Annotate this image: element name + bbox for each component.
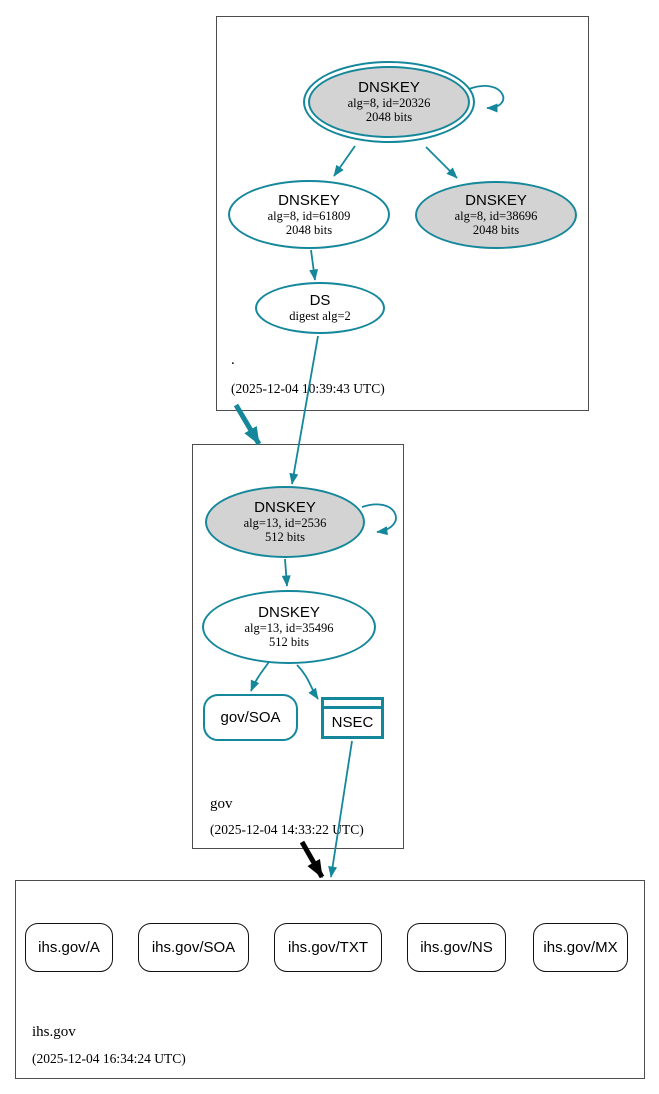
- rrset-label: ihs.gov/MX: [543, 939, 618, 956]
- zone-label-gov: gov: [210, 796, 233, 812]
- node-detail: alg=13, id=35496: [244, 621, 334, 635]
- nsec-label: NSEC: [331, 714, 374, 731]
- zone-timestamp-ihs-gov: (2025-12-04 16:34:24 UTC): [32, 1051, 186, 1066]
- zone-label-ihs-gov: ihs.gov: [32, 1024, 76, 1040]
- node-detail: 2048 bits: [472, 223, 520, 237]
- dnskey-node-gov-ksk-2536[interactable]: DNSKEY alg=13, id=2536 512 bits: [205, 486, 365, 558]
- node-detail: alg=8, id=38696: [454, 209, 538, 223]
- rrset-label: ihs.gov/NS: [420, 939, 493, 956]
- rrset-node-ihs-gov-ns[interactable]: ihs.gov/NS: [407, 923, 506, 972]
- node-title: DNSKEY: [254, 499, 316, 516]
- rrset-label: ihs.gov/SOA: [151, 939, 236, 956]
- node-title: DNSKEY: [278, 191, 340, 209]
- zone-timestamp-root: (2025-12-04 10:39:43 UTC): [231, 381, 385, 396]
- rrset-label: ihs.gov/TXT: [287, 939, 369, 956]
- dnskey-node-root-ksk-20326[interactable]: DNSKEY alg=8, id=20326 2048 bits: [303, 61, 475, 143]
- nsec-header-bar: [324, 700, 381, 709]
- dnskey-ksk-inner-ring: DNSKEY alg=8, id=20326 2048 bits: [308, 66, 470, 138]
- zone-label-root: .: [231, 352, 235, 368]
- node-title: DNSKEY: [258, 604, 320, 621]
- dnskey-node-root-zsk-61809[interactable]: DNSKEY alg=8, id=61809 2048 bits: [228, 180, 390, 249]
- rrset-node-ihs-gov-a[interactable]: ihs.gov/A: [25, 923, 113, 972]
- dnskey-node-root-38696[interactable]: DNSKEY alg=8, id=38696 2048 bits: [415, 181, 577, 249]
- zone-timestamp-gov: (2025-12-04 14:33:22 UTC): [210, 822, 364, 837]
- node-detail: alg=8, id=20326: [347, 96, 431, 110]
- rrset-node-ihs-gov-soa[interactable]: ihs.gov/SOA: [138, 923, 249, 972]
- node-detail: alg=8, id=61809: [267, 208, 351, 223]
- nsec-node-gov[interactable]: NSEC: [321, 697, 384, 739]
- rrset-label: gov/SOA: [220, 709, 281, 726]
- rrset-node-gov-soa[interactable]: gov/SOA: [203, 694, 298, 741]
- node-detail: digest alg=2: [289, 309, 351, 323]
- ds-node-root[interactable]: DS digest alg=2: [255, 282, 385, 334]
- rrset-label: ihs.gov/A: [38, 939, 100, 956]
- node-title: DNSKEY: [358, 79, 420, 96]
- node-detail: 512 bits: [265, 530, 305, 544]
- node-title: DS: [309, 292, 331, 309]
- node-detail: 2048 bits: [285, 222, 333, 237]
- rrset-node-ihs-gov-mx[interactable]: ihs.gov/MX: [533, 923, 628, 972]
- zone-box-ihs-gov: [15, 880, 645, 1079]
- dnskey-node-gov-zsk-35496[interactable]: DNSKEY alg=13, id=35496 512 bits: [202, 590, 376, 664]
- node-detail: alg=13, id=2536: [243, 516, 327, 530]
- node-title: DNSKEY: [465, 192, 527, 209]
- node-detail: 2048 bits: [365, 110, 413, 124]
- rrset-node-ihs-gov-txt[interactable]: ihs.gov/TXT: [274, 923, 382, 972]
- node-detail: 512 bits: [269, 635, 309, 649]
